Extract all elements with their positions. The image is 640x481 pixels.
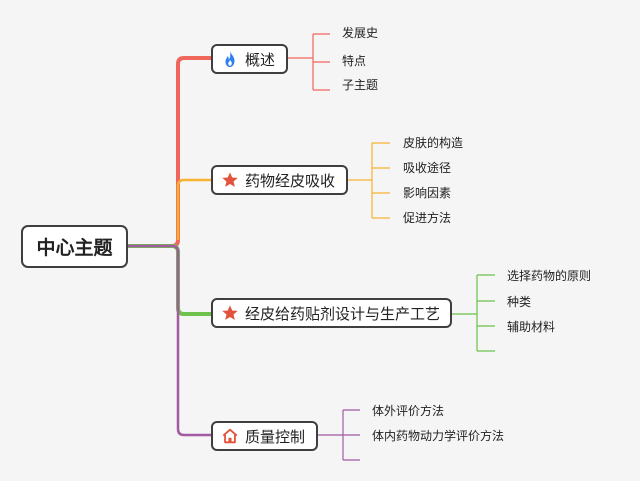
flame-icon xyxy=(221,50,239,68)
center-topic[interactable]: 中心主题 xyxy=(21,225,128,268)
topic-transdermal-absorption[interactable]: 药物经皮吸收 xyxy=(211,165,348,195)
connector-trunk-red xyxy=(128,56,211,248)
topic-label: 概述 xyxy=(245,50,276,69)
connector-trunk-orange xyxy=(176,178,211,240)
topic-label: 质量控制 xyxy=(245,427,306,446)
connector-trunk-green xyxy=(128,244,211,316)
subtopic-in-vivo-pk-evaluation[interactable]: 体内药物动力学评价方法 xyxy=(372,429,505,443)
topic-label: 经皮给药贴剂设计与生产工艺 xyxy=(245,304,441,323)
subtopic-types[interactable]: 种类 xyxy=(507,295,532,309)
topic-patch-design-production[interactable]: 经皮给药贴剂设计与生产工艺 xyxy=(211,298,452,328)
subtopic-influencing-factors[interactable]: 影响因素 xyxy=(403,186,452,200)
topic-overview[interactable]: 概述 xyxy=(211,44,288,74)
home-icon xyxy=(221,427,239,445)
subtopic-auxiliary-materials[interactable]: 辅助材料 xyxy=(507,320,556,334)
subtopic-features[interactable]: 特点 xyxy=(342,54,367,68)
topic-quality-control[interactable]: 质量控制 xyxy=(211,421,318,451)
subtopic-skin-structure[interactable]: 皮肤的构造 xyxy=(403,136,464,150)
subtopic-history[interactable]: 发展史 xyxy=(342,26,379,40)
star-icon xyxy=(221,304,239,322)
subtopic-promotion-methods[interactable]: 促进方法 xyxy=(403,211,452,225)
subtopic-in-vitro-evaluation[interactable]: 体外评价方法 xyxy=(372,404,445,418)
connector-trunk-purple xyxy=(128,244,211,437)
subtopic-subtopic[interactable]: 子主题 xyxy=(342,78,379,92)
center-topic-label: 中心主题 xyxy=(36,237,113,259)
subtopic-drug-selection-principles[interactable]: 选择药物的原则 xyxy=(507,269,592,283)
star-icon xyxy=(221,171,239,189)
subtopic-absorption-routes[interactable]: 吸收途径 xyxy=(403,161,452,175)
topic-label: 药物经皮吸收 xyxy=(245,171,336,190)
